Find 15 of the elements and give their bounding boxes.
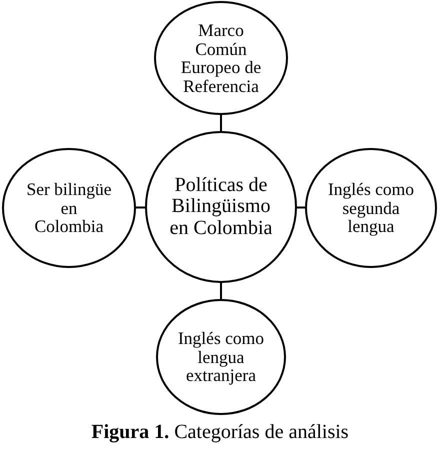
concept-ellipse xyxy=(305,148,437,268)
node-label: Ser bilingüe en Colombia xyxy=(26,180,112,236)
connector-line xyxy=(136,206,145,209)
node-label: Inglés como segunda lengua xyxy=(326,180,416,236)
node-label: Políticas de Bilingüismo en Colombia xyxy=(168,174,274,240)
node-label: Inglés como lengua extranjera xyxy=(176,329,266,385)
concept-ellipse xyxy=(154,1,288,115)
figure-caption: Figura 1. Categorías de análisis xyxy=(91,421,349,444)
concept-ellipse xyxy=(2,148,136,268)
connector-line xyxy=(297,206,305,209)
concept-circle xyxy=(145,131,297,283)
concept-ellipse xyxy=(156,299,286,415)
connector-line xyxy=(220,115,222,131)
connector-line xyxy=(220,283,222,299)
node-label: Marco Común Europeo de Referencia xyxy=(180,21,262,95)
